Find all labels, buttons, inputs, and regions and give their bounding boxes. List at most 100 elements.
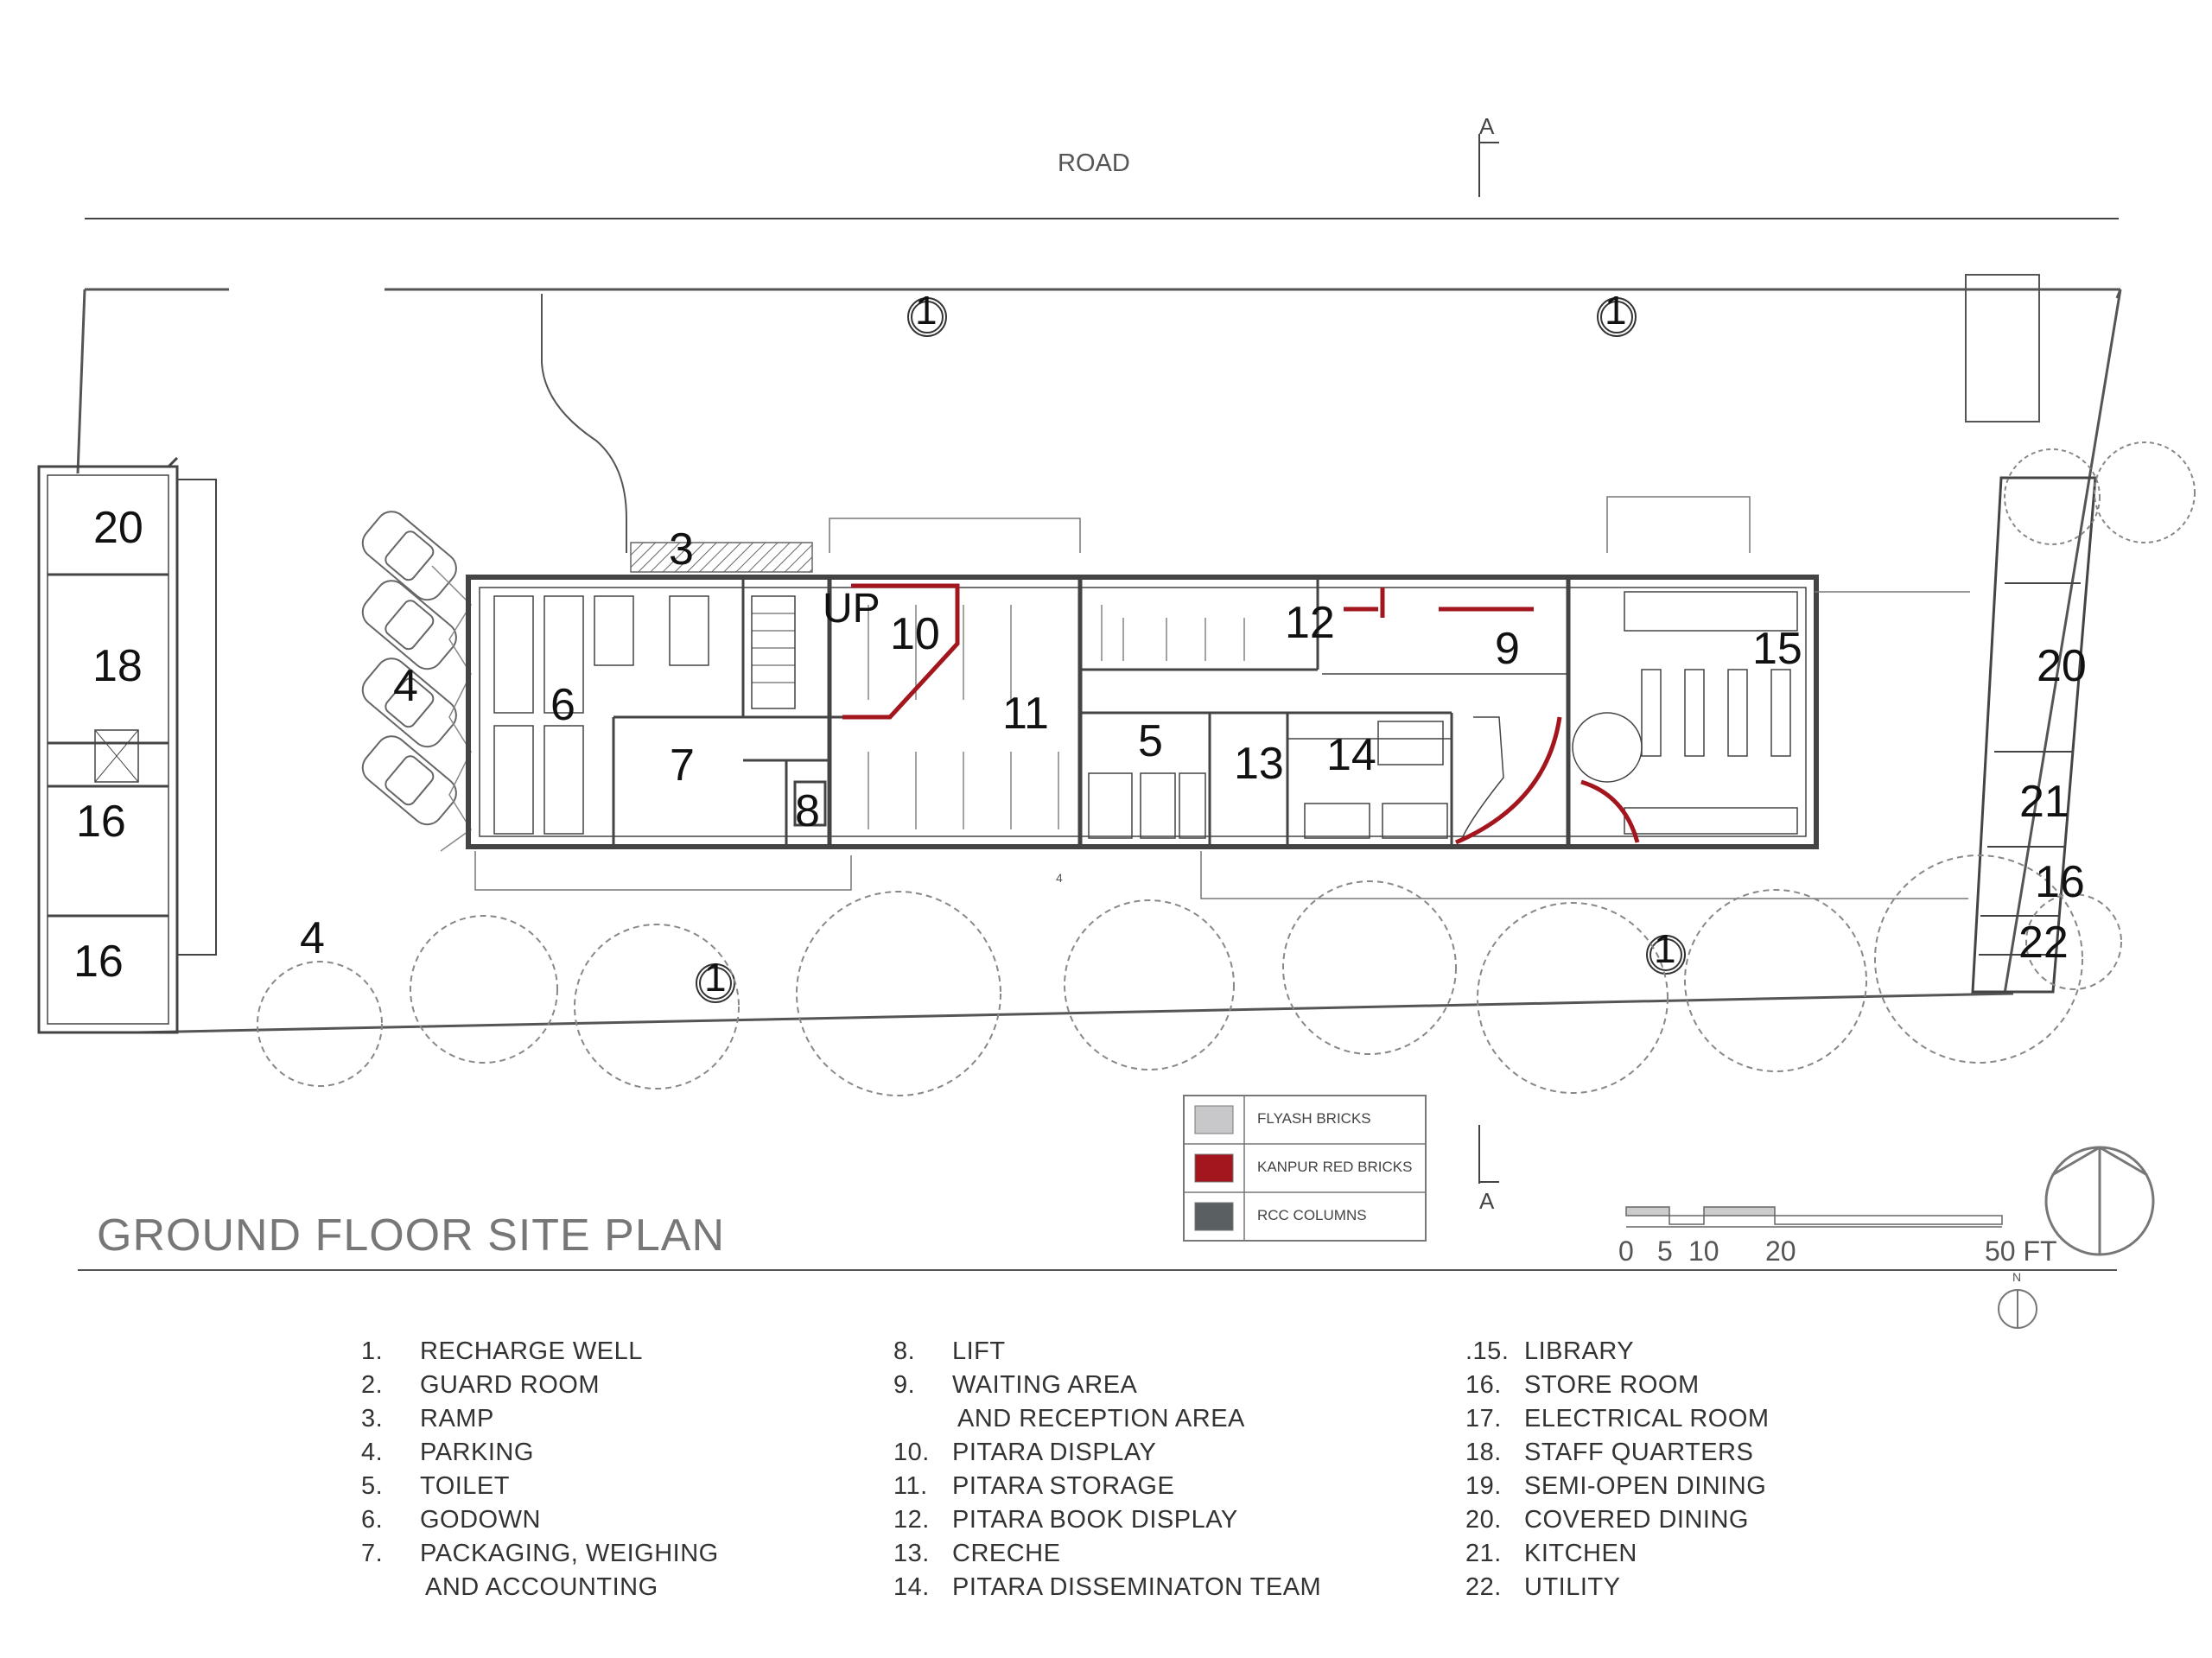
legend-item: 6. GODOWN	[361, 1503, 719, 1537]
red-brick-walls	[842, 583, 1640, 845]
legend-item: AND RECEPTION AREA	[893, 1402, 1321, 1436]
legend-item-label: TOILET	[420, 1472, 510, 1500]
legend-item: 5. TOILET	[361, 1470, 719, 1503]
legend-item: 2.GUARD ROOM	[361, 1369, 719, 1402]
legend-item-number: 4.	[361, 1439, 384, 1466]
legend-item-number: 1.	[361, 1337, 384, 1365]
room-number-11: 11	[1002, 689, 1049, 739]
section-mark-top: A	[1479, 113, 1495, 139]
legend-item: 21. KITCHEN	[1465, 1537, 1770, 1571]
scale-tick-20: 20	[1765, 1236, 1796, 1267]
parked-cars	[361, 511, 457, 826]
well-number: 1	[915, 288, 938, 333]
legend-item: 20.COVERED DINING	[1465, 1503, 1770, 1537]
scale-bar	[1625, 1206, 2003, 1228]
room-number-6: 6	[550, 680, 575, 730]
main-building	[466, 575, 1819, 849]
room-number-18: 18	[92, 641, 143, 691]
section-mark-bottom: A	[1479, 1188, 1495, 1214]
room-number-3: 3	[669, 524, 694, 575]
legend-item-number: 8.	[893, 1337, 916, 1365]
legend-item-number: 3.	[361, 1405, 384, 1432]
ramp-hatch	[630, 542, 813, 573]
legend-item-number: 2.	[361, 1371, 384, 1399]
legend-item: 16. STORE ROOM	[1465, 1369, 1770, 1402]
legend-item-label: WAITING AREA	[952, 1371, 1138, 1399]
legend-item-number: 12.	[893, 1506, 930, 1534]
legend-item: 14. PITARA DISSEMINATON TEAM	[893, 1571, 1321, 1604]
room-legend-column-3: .15. LIBRARY 16. STORE ROOM 17. ELECTRICAL RO…	[1465, 1335, 1770, 1604]
legend-item-number: 6.	[361, 1506, 384, 1534]
legend-item-label: PARKING	[420, 1439, 534, 1466]
room-number-22: 22	[2018, 918, 2069, 968]
dimension-label: 4	[1056, 871, 1063, 885]
room-number-21: 21	[2019, 777, 2069, 827]
room-number-7: 7	[670, 740, 695, 791]
legend-item: 3. RAMP	[361, 1402, 719, 1436]
legend-item-label: GODOWN	[420, 1506, 541, 1534]
legend-item-number: 21.	[1465, 1540, 1502, 1567]
legend-item-label: PITARA DISSEMINATON TEAM	[952, 1573, 1322, 1601]
legend-item-label: PITARA DISPLAY	[952, 1439, 1157, 1466]
scale-tick-50: 50 FT	[1985, 1236, 2057, 1267]
legend-item: 19. SEMI-OPEN DINING	[1465, 1470, 1770, 1503]
room-number-14: 14	[1326, 730, 1376, 780]
recharge-wells	[696, 297, 1686, 1003]
legend-item-label: ELECTRICAL ROOM	[1524, 1405, 1770, 1432]
legend-item-number: 5.	[361, 1472, 384, 1500]
room-number-20: 20	[93, 503, 143, 553]
legend-item: 10. PITARA DISPLAY	[893, 1436, 1321, 1470]
legend-item-number: 7.	[361, 1540, 384, 1567]
legend-item-label: SEMI-OPEN DINING	[1524, 1472, 1767, 1500]
room-number-16: 16	[73, 937, 124, 987]
legend-item: 7.PACKAGING, WEIGHING	[361, 1537, 719, 1571]
room-number-12: 12	[1285, 598, 1335, 648]
legend-item: 13.CRECHE	[893, 1537, 1321, 1571]
legend-item: 22. UTILITY	[1465, 1571, 1770, 1604]
room-number-5: 5	[1138, 716, 1163, 766]
well-number: 1	[1605, 288, 1627, 333]
legend-item-label: PITARA BOOK DISPLAY	[952, 1506, 1238, 1534]
legend-item-number: 19.	[1465, 1472, 1502, 1500]
room-number-15: 15	[1752, 624, 1802, 674]
room-number-4: 4	[393, 661, 418, 711]
legend-item: 17. ELECTRICAL ROOM	[1465, 1402, 1770, 1436]
guard-box	[1965, 274, 2040, 422]
north-arrow-icon	[2044, 1146, 2155, 1256]
legend-item-number	[361, 1571, 420, 1604]
room-number-16: 16	[2035, 857, 2085, 907]
legend-item-label: STORE ROOM	[1524, 1371, 1700, 1399]
legend-item-label: COVERED DINING	[1524, 1506, 1749, 1534]
legend-item-number: 22.	[1465, 1573, 1502, 1601]
legend-item-label: UTILITY	[1524, 1573, 1621, 1601]
left-staff-block	[37, 456, 217, 1034]
room-number-9: 9	[1495, 624, 1520, 674]
legend-item-number: .15.	[1465, 1337, 1510, 1365]
room-number-10: 10	[890, 609, 940, 659]
legend-item-number: 14.	[893, 1573, 930, 1601]
legend-item-label: KITCHEN	[1524, 1540, 1637, 1567]
legend-item-label: RAMP	[420, 1405, 494, 1432]
scale-tick-10: 10	[1688, 1236, 1719, 1267]
legend-item-label: RECHARGE WELL	[420, 1337, 643, 1365]
site-boundary	[76, 288, 2122, 1034]
room-legend-column-1: 1. RECHARGE WELL 2.GUARD ROOM 3. RAMP 4. PARKI…	[361, 1335, 719, 1604]
material-label-rcc: RCC COLUMNS	[1257, 1207, 1367, 1223]
legend-item-number: 13.	[893, 1540, 930, 1567]
legend-item: AND ACCOUNTING	[361, 1571, 719, 1604]
well-number: 1	[1654, 926, 1676, 971]
legend-item: 18.STAFF QUARTERS	[1465, 1436, 1770, 1470]
room-number-16: 16	[76, 797, 126, 847]
legend-item-label: AND RECEPTION AREA	[957, 1405, 1245, 1432]
legend-item-number: 16.	[1465, 1371, 1502, 1399]
legend-item-number: 17.	[1465, 1405, 1502, 1432]
legend-item: 11.PITARA STORAGE	[893, 1470, 1321, 1503]
room-number-13: 13	[1234, 739, 1284, 789]
legend-item-label: LIBRARY	[1524, 1337, 1635, 1365]
legend-item-number: 10.	[893, 1439, 930, 1466]
trees	[257, 441, 2196, 1096]
material-label-flyash: FLYASH BRICKS	[1257, 1110, 1371, 1127]
room-number-8: 8	[795, 786, 820, 836]
